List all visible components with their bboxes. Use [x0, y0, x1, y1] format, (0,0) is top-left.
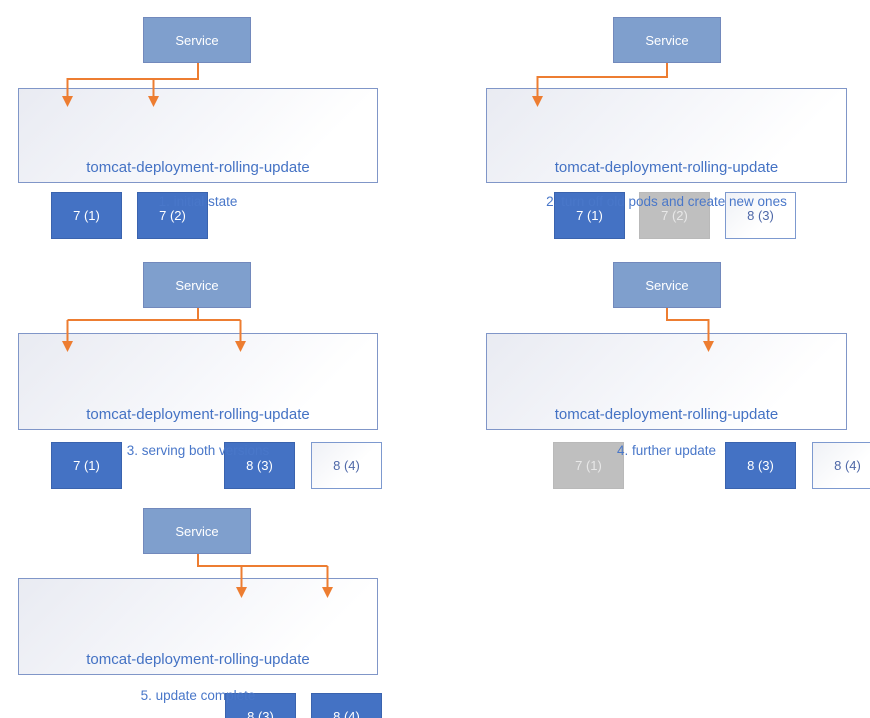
panel-update-complete: Service 8 (3) 8 (4) tomcat-deployment-ro…: [0, 480, 435, 718]
pod-label: 8 (3): [747, 208, 774, 223]
service-box: Service: [143, 17, 251, 63]
panel-turn-off-old-pods: Service 7 (1) 7 (2) 8 (3) tomcat-deploym…: [435, 0, 870, 239]
pod-8-3: 8 (3): [725, 442, 796, 489]
panel-caption: 3. serving both versions: [126, 443, 270, 458]
pod-label: 8 (4): [333, 709, 360, 718]
panel-initial-state: Service 7 (1) 7 (2) tomcat-deployment-ro…: [0, 0, 435, 239]
pod-8-4: 8 (4): [311, 442, 382, 489]
panel-caption: 4. further update: [616, 443, 717, 458]
panel-caption: 2. turn off old pods and create new ones: [546, 194, 787, 209]
pod-7-1: 7 (1): [554, 192, 625, 239]
pod-label: 8 (3): [247, 709, 274, 718]
deployment-box: 7 (1) 8 (3) 8 (4) tomcat-deployment-roll…: [486, 333, 870, 489]
pod-8-4: 8 (4): [311, 693, 382, 718]
pod-label: 7 (1): [575, 458, 602, 473]
pod-label: 8 (3): [246, 458, 273, 473]
pod-7-2: 7 (2): [137, 192, 208, 239]
pod-7-1: 7 (1): [51, 192, 122, 239]
service-box: Service: [143, 508, 251, 554]
deployment-box: 7 (1) 7 (2) 8 (3) tomcat-deployment-roll…: [486, 88, 847, 239]
pod-label: 8 (4): [834, 458, 861, 473]
service-label: Service: [175, 32, 219, 48]
service-label: Service: [175, 523, 219, 539]
panel-caption: 1. initial state: [158, 194, 238, 209]
panel-further-update: Service 7 (1) 8 (3) 8 (4) tomcat-deploym…: [435, 240, 870, 489]
service-box: Service: [143, 262, 251, 308]
pod-8-3: 8 (3): [225, 693, 296, 718]
deployment-label: tomcat-deployment-rolling-update: [86, 159, 310, 176]
panel-serving-both-versions: Service 7 (1) 8 (3) 8 (4) tomcat-deploym…: [0, 240, 435, 489]
deployment-label: tomcat-deployment-rolling-update: [554, 159, 779, 176]
service-label: Service: [645, 32, 689, 48]
deployment-label: tomcat-deployment-rolling-update: [86, 406, 310, 423]
pod-label: 8 (3): [747, 458, 774, 473]
pod-label: 7 (1): [576, 208, 603, 223]
pod-7-1: 7 (1): [553, 442, 624, 489]
pod-label: 7 (1): [73, 458, 100, 473]
pod-8-4: 8 (4): [812, 442, 870, 489]
deployment-label: tomcat-deployment-rolling-update: [554, 406, 779, 423]
pod-label: 8 (4): [333, 458, 360, 473]
pod-label: 7 (1): [73, 208, 100, 223]
deployment-box: 8 (3) 8 (4) tomcat-deployment-rolling-up…: [18, 578, 382, 718]
deployment-label: tomcat-deployment-rolling-update: [86, 651, 310, 668]
service-box: Service: [613, 17, 721, 63]
pod-7-1: 7 (1): [51, 442, 122, 489]
service-box: Service: [613, 262, 721, 308]
service-label: Service: [175, 277, 219, 293]
pod-8-3: 8 (3): [725, 192, 796, 239]
deployment-box: 7 (1) 8 (3) 8 (4) tomcat-deployment-roll…: [18, 333, 382, 489]
pod-label: 7 (2): [159, 208, 186, 223]
deployment-box: 7 (1) 7 (2) tomcat-deployment-rolling-up…: [18, 88, 378, 239]
pod-7-2: 7 (2): [639, 192, 710, 239]
pod-label: 7 (2): [661, 208, 688, 223]
panel-caption: 5. update complete: [140, 688, 256, 703]
service-label: Service: [645, 277, 689, 293]
pod-8-3: 8 (3): [224, 442, 295, 489]
